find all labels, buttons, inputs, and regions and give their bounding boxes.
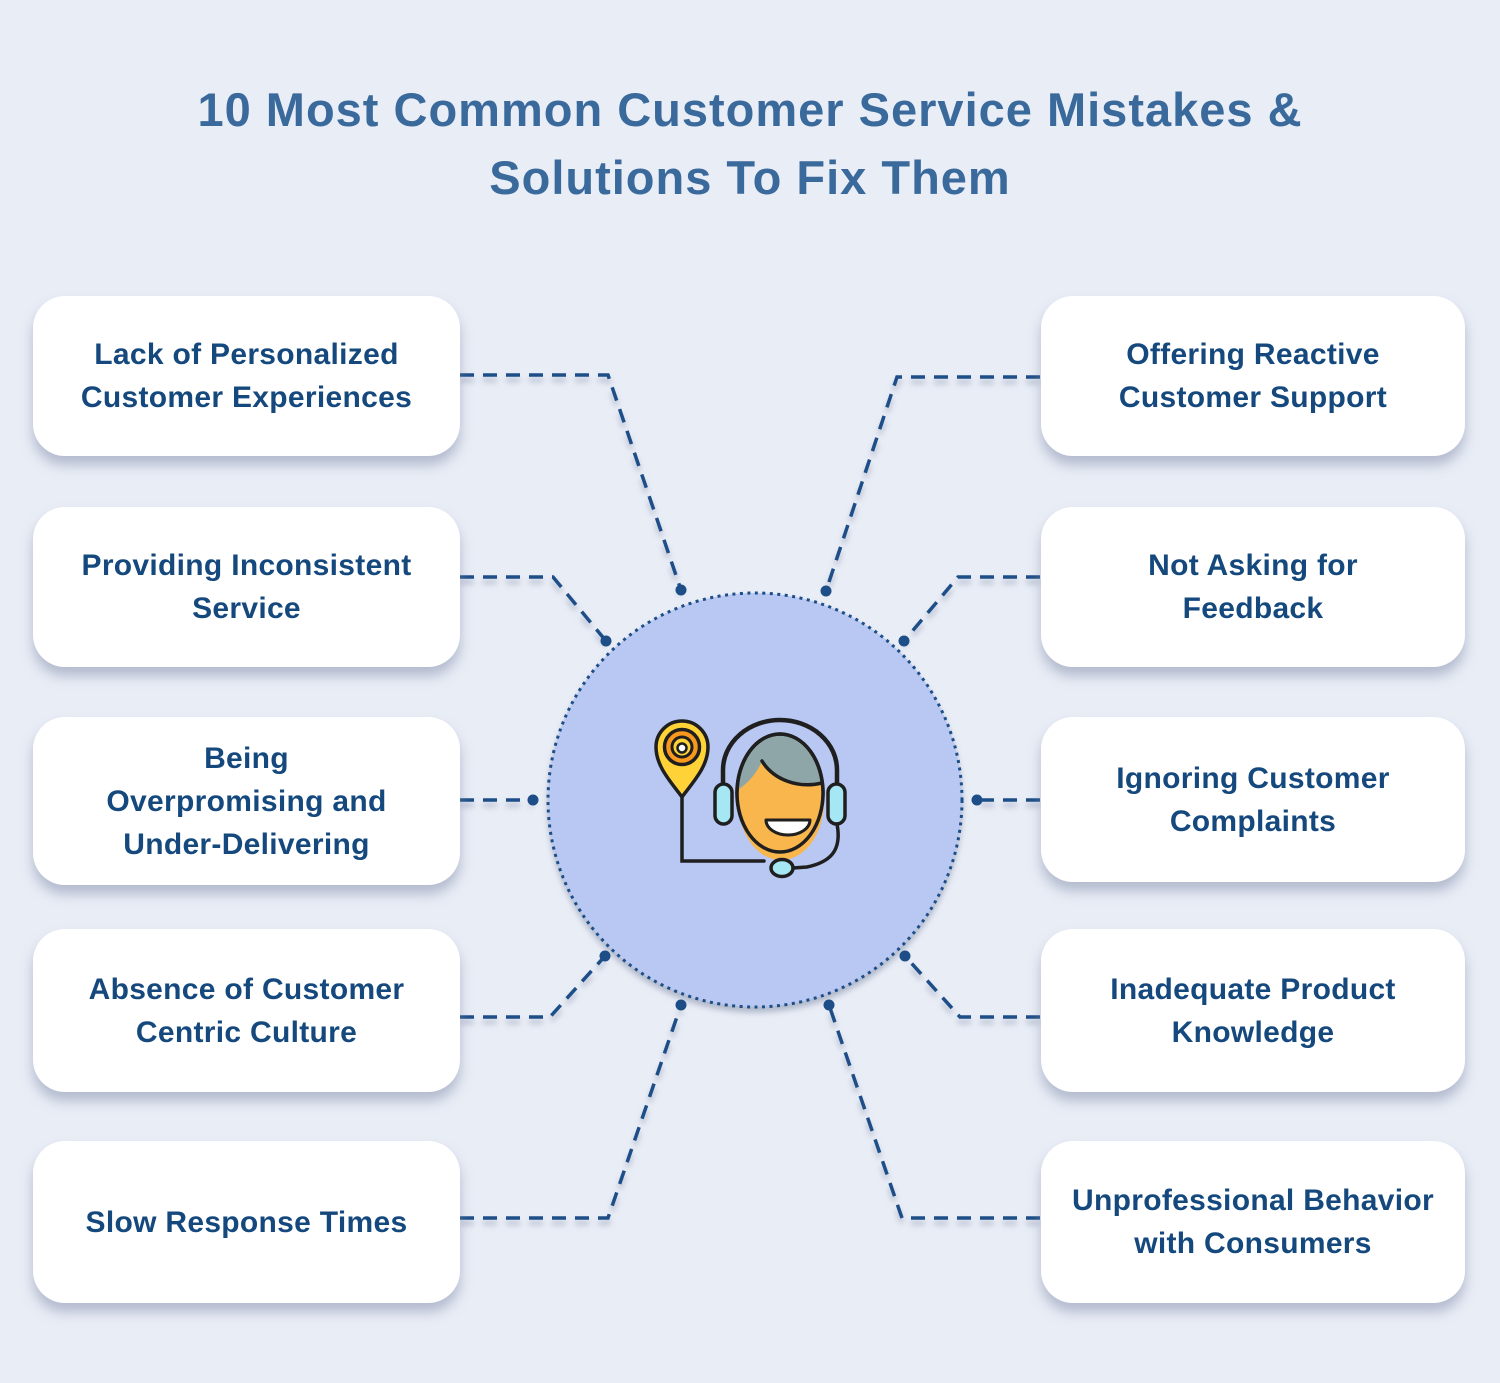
connector-right-2 xyxy=(902,575,1040,643)
connector-right-4 xyxy=(903,954,1040,1019)
mistake-label: Offering Reactive Customer Support xyxy=(1118,338,1388,414)
mistake-label: Lack of Personalized Customer Experience… xyxy=(80,338,413,414)
mistake-box-ignoring-complaints: Ignoring Customer Complaints xyxy=(1041,717,1465,882)
connector-dot xyxy=(899,950,911,962)
connector-right-1 xyxy=(824,375,1040,592)
connector-dot xyxy=(527,794,539,806)
connector-dot xyxy=(675,999,687,1011)
connector-right-5 xyxy=(827,1004,1040,1220)
headset-earcup-right xyxy=(826,782,847,826)
connector-dot xyxy=(898,635,910,647)
connector-dot xyxy=(675,584,687,596)
headset-band xyxy=(720,717,840,799)
mistake-label: Being Overpromising and Under-Delivering xyxy=(106,741,387,861)
mistake-box-lack-of-personalization: Lack of Personalized Customer Experience… xyxy=(33,296,460,456)
mistake-label: Inadequate Product Knowledge xyxy=(1110,972,1396,1049)
mistake-label: Not Asking for Feedback xyxy=(1148,549,1358,625)
mistake-box-no-feedback: Not Asking for Feedback xyxy=(1041,507,1465,667)
mistake-box-slow-response: Slow Response Times xyxy=(33,1141,460,1303)
mistake-box-unprofessional-behavior: Unprofessional Behavior with Consumers xyxy=(1041,1141,1465,1303)
support-agent-with-location-pin-icon xyxy=(654,717,847,879)
connector-dot xyxy=(599,950,611,962)
mistake-label: Absence of Customer Centric Culture xyxy=(88,972,405,1049)
connector-dot xyxy=(823,999,835,1011)
connector-dot xyxy=(971,794,983,806)
connector-dot xyxy=(820,585,832,597)
agent-head-icon xyxy=(713,717,847,879)
page-title: 10 Most Common Customer Service Mistakes… xyxy=(197,83,1303,204)
connector-dot xyxy=(600,635,612,647)
headset-mic xyxy=(769,857,795,879)
headset-earcup-left xyxy=(713,782,734,826)
mistake-label: Unprofessional Behavior with Consumers xyxy=(1072,1184,1434,1260)
mistake-box-no-customer-centric-culture: Absence of Customer Centric Culture xyxy=(33,929,460,1092)
mistake-box-inadequate-knowledge: Inadequate Product Knowledge xyxy=(1041,929,1465,1092)
connector-left-2 xyxy=(460,575,608,643)
mistake-box-reactive-support: Offering Reactive Customer Support xyxy=(1041,296,1465,456)
connector-dots xyxy=(527,584,983,1011)
connector-left-4 xyxy=(460,954,607,1019)
mistake-label: Providing Inconsistent Service xyxy=(81,549,412,625)
connector-lines xyxy=(460,373,1040,1220)
headset-mic-arm xyxy=(791,822,840,870)
mistake-box-overpromising: Being Overpromising and Under-Delivering xyxy=(33,717,460,885)
mistake-label: Slow Response Times xyxy=(85,1205,408,1239)
connector-left-1 xyxy=(460,373,683,591)
mistake-label: Ignoring Customer Complaints xyxy=(1116,761,1390,838)
connector-left-5 xyxy=(460,1004,683,1220)
location-pin-icon xyxy=(654,719,766,863)
mistake-box-inconsistent-service: Providing Inconsistent Service xyxy=(33,507,460,667)
smile xyxy=(764,818,812,837)
